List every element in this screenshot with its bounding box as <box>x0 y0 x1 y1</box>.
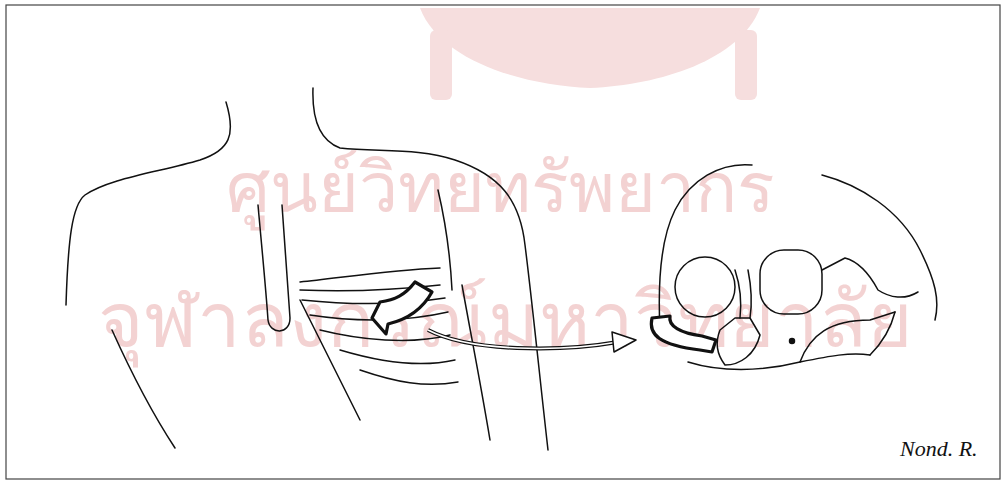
emblem-watermark <box>420 8 760 100</box>
artist-signature: Nond. R. <box>900 436 1000 462</box>
watermark-text: ศูนย์วิทยทรัพยากร <box>20 150 980 227</box>
torso-outline <box>66 88 548 450</box>
frame-border <box>6 5 1000 479</box>
